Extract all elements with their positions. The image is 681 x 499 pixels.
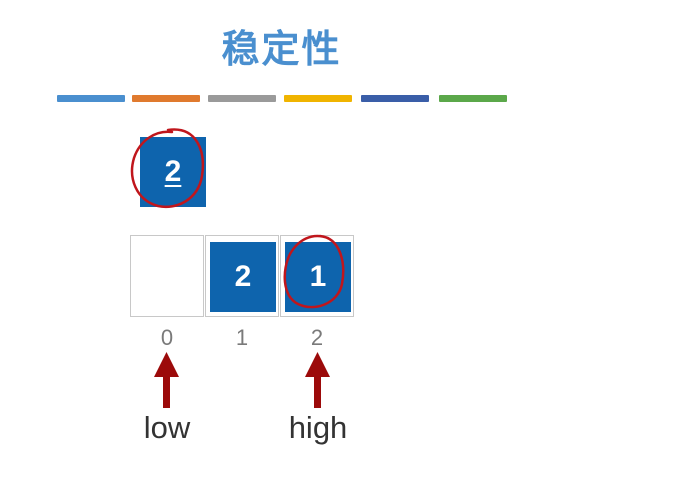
array-index-1: 1 [235,325,249,350]
array-tile-1: 2 [210,242,276,312]
color-bar-5 [361,95,429,102]
array-cell-2: 1 [280,235,354,317]
array-tile-2: 1 [285,242,351,312]
high-arrow-icon [305,352,330,408]
color-bar-3 [208,95,276,102]
color-bar-4 [284,95,352,102]
temp-element-tile: 2 [140,137,206,207]
array-value-2: 1 [309,260,327,293]
array-value-1: 2 [234,260,252,293]
slide-title: 稳定性 [221,27,342,71]
high-pointer-label: high [288,410,348,445]
temp-element-value: 2 [164,155,182,188]
low-arrow-icon [154,352,179,408]
color-bar-6 [439,95,507,102]
color-bar-strip [57,95,507,103]
color-bar-1 [57,95,125,102]
array-cell-0 [130,235,204,317]
array-index-2: 2 [310,325,324,350]
array-index-0: 0 [160,325,174,350]
low-pointer-label: low [143,410,191,445]
array-cell-1: 2 [205,235,279,317]
color-bar-2 [132,95,200,102]
